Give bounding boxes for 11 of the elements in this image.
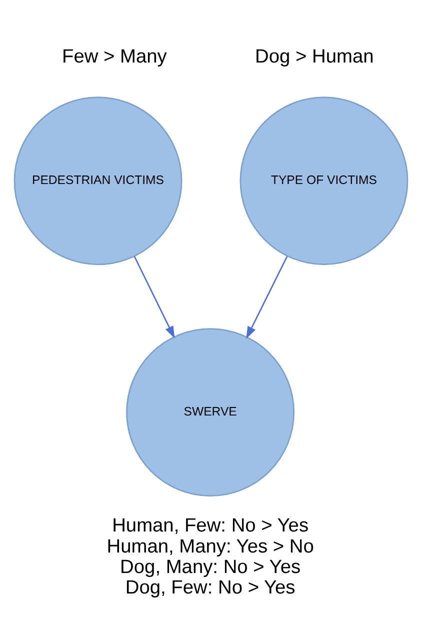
node-label: Human, Few: No > Yes [112, 515, 308, 536]
arrow [246, 256, 288, 338]
arrow [133, 256, 174, 338]
node-circle: SWERVE [126, 328, 294, 496]
node-label: Human, Many: Yes > No [106, 536, 314, 557]
node-label: Dog, Many: No > Yes [120, 556, 300, 578]
node-label: Dog, Few: No > Yes [124, 576, 295, 598]
node-circle: TYPE OF VICTIMS [239, 96, 408, 265]
node-label: Dog > Human [254, 46, 374, 68]
node-label: Few > Many [62, 46, 166, 68]
node-circle: PEDESTRIAN VICTIMS [13, 96, 182, 265]
